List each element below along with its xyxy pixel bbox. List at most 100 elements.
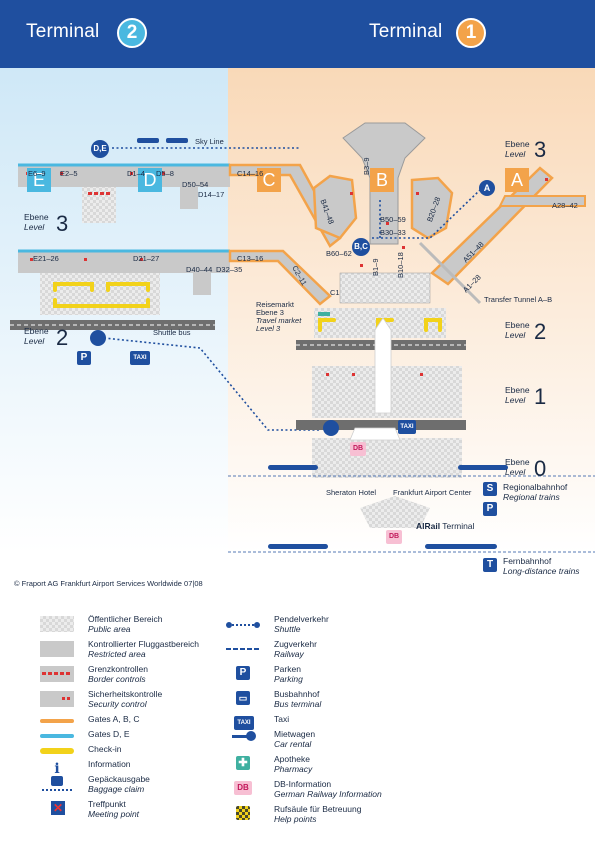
- shuttle-stop-t2: [90, 330, 106, 346]
- legend-label-en: Public area: [88, 624, 131, 634]
- legend-label-de: Check-in: [88, 744, 122, 754]
- gate-label-d50-54: D50–54: [182, 180, 209, 189]
- travel-market-level-en: Level 3: [256, 324, 281, 333]
- gate-area-a: A: [505, 168, 529, 192]
- airport-map: E D C B A Ebene Level 3 Ebene Level 2 Eb…: [0, 68, 595, 598]
- legend-label-de: Grenzkontrollen: [88, 664, 149, 674]
- legend-label-de: Kontrollierter Fluggastbereich: [88, 639, 200, 649]
- railway-line: [226, 641, 260, 657]
- shuttle-line: [226, 616, 260, 632]
- legend-label-en: Pharmacy: [274, 764, 313, 774]
- gate-label-b30-33: B30–33: [380, 228, 406, 237]
- copyright-note: © Fraport AG Frankfurt Airport Services …: [14, 579, 203, 588]
- t1-level2-de: Ebene: [505, 320, 530, 330]
- travel-market-level-de: Ebene 3: [256, 308, 284, 317]
- gate-label-b10-18: B10–18: [396, 252, 405, 278]
- gate-label-a28-42: A28–42: [552, 201, 578, 210]
- legend-label-de: Parken: [274, 664, 301, 674]
- map-header: Terminal 2 Terminal 1: [0, 0, 595, 68]
- gate-label-d5-8: D5–8: [156, 169, 174, 178]
- bus-terminal-icon: ▭: [226, 691, 260, 707]
- t1-level2-en: Level: [505, 330, 526, 340]
- pharmacy-icon: ✚: [226, 756, 260, 772]
- legend-label-de: Sicherheitskontrolle: [88, 689, 163, 699]
- parking-icon-t2: P: [77, 351, 91, 365]
- t1-level3-en: Level: [505, 149, 526, 159]
- gate-label-c1: C1: [330, 288, 340, 297]
- legend-label-en: Bus terminal: [274, 699, 322, 709]
- sheraton-label: Sheraton Hotel: [326, 488, 377, 497]
- border-control-swatch: [40, 666, 74, 682]
- legend-label-en: Meeting point: [88, 809, 140, 819]
- t1-level1-de: Ebene: [505, 385, 530, 395]
- regional-station-icon: S: [483, 482, 497, 496]
- fac-label: Frankfurt Airport Center: [393, 488, 472, 497]
- legend-label-en: Shuttle: [274, 624, 301, 634]
- gate-area-c: C: [257, 168, 281, 192]
- t2-level3-de: Ebene: [24, 212, 49, 222]
- terminal-1-title: Terminal: [369, 21, 443, 42]
- t1-level2-num: 2: [534, 319, 547, 344]
- gate-area-e: E: [27, 168, 51, 192]
- t2-checkin-hall: [40, 273, 160, 315]
- legend-label-de: Rufsäule für Betreuung: [274, 804, 362, 814]
- public-area-swatch: [40, 616, 74, 632]
- t1-level1-en: Level: [505, 395, 526, 405]
- legend-label-en: Restricted area: [88, 649, 146, 659]
- t1-level0-hall: [312, 438, 462, 478]
- t2-level2-de: Ebene: [24, 326, 49, 336]
- airail-label: AIRail Terminal: [416, 521, 474, 531]
- terminal-1-number-badge: 1: [456, 18, 486, 48]
- gates-abc-line: [40, 719, 74, 723]
- information-icon: i: [54, 761, 60, 777]
- gate-label-d14-17: D14–17: [198, 190, 225, 199]
- legend-label-de: Öffentlicher Bereich: [88, 614, 163, 624]
- db-information-icon-airail: DB: [386, 530, 402, 544]
- legend-label-de: DB-Information: [274, 779, 332, 789]
- skyline-stop-bc: B,C: [352, 238, 370, 256]
- longdistance-station-en: Long-distance trains: [503, 566, 580, 576]
- gate-area-d: D: [138, 168, 162, 192]
- gate-label-e6-9: E6–9: [28, 169, 46, 178]
- gate-label-c13-16: C13–16: [237, 254, 264, 263]
- regional-station-en: Regional trains: [503, 492, 560, 502]
- taxi-icon-t1: TAXI: [398, 420, 416, 434]
- t1-level3-num: 3: [534, 137, 547, 162]
- legend-label-en: Railway: [274, 649, 304, 659]
- gate-area-b: B: [370, 168, 394, 192]
- t2-level3-pier: [18, 165, 230, 187]
- map-legend: Öffentlicher Bereich Public area Kontrol…: [0, 600, 595, 841]
- gate-label-b3-9: B3–9: [362, 157, 371, 175]
- legend-label-de: Taxi: [274, 714, 290, 724]
- gate-label-c14-16: C14–16: [237, 169, 264, 178]
- db-information-icon-level0: DB: [350, 442, 366, 456]
- t1-level1-num: 1: [534, 384, 547, 409]
- t2-level3-num: 3: [56, 211, 69, 236]
- skyline-stop-de: D,E: [91, 140, 109, 158]
- t1-level0-en: Level: [505, 467, 526, 477]
- gate-label-b1-9: B1–9: [371, 258, 380, 276]
- gate-label-d21-27: D21–27: [133, 254, 160, 263]
- legend-label-de: Gepäckausgabe: [88, 774, 150, 784]
- gate-label-b50-59: B50–59: [380, 215, 406, 224]
- security-control-swatch: [40, 691, 74, 707]
- checkin-bar: [40, 748, 74, 754]
- t1-level0-de: Ebene: [505, 457, 530, 467]
- legend-label-de: Gates D, E: [88, 729, 130, 739]
- transfer-tunnel-label: Transfer Tunnel A–B: [484, 295, 553, 304]
- legend-label-de: Mietwagen: [274, 729, 316, 739]
- taxi-icon-t2: TAXI: [130, 351, 150, 365]
- shuttle-bus-label: Shuttle bus: [153, 328, 191, 337]
- gate-label-d1-4: D1–4: [127, 169, 145, 178]
- gate-label-d40-44: D40–44: [186, 265, 213, 274]
- terminal-2-number-badge: 2: [117, 18, 147, 48]
- regional-station-de: Regionalbahnhof: [503, 482, 568, 492]
- meeting-point-icon: ✕: [51, 801, 65, 815]
- legend-label-en: Car rental: [274, 739, 312, 749]
- help-point-icon: [226, 806, 260, 822]
- t2-level3-core: [82, 187, 116, 223]
- shuttle-stop-t1: [323, 420, 339, 436]
- t2-level3-en: Level: [24, 222, 45, 232]
- legend-label-de: Gates A, B, C: [88, 714, 140, 724]
- t1-level0-num: 0: [534, 456, 547, 481]
